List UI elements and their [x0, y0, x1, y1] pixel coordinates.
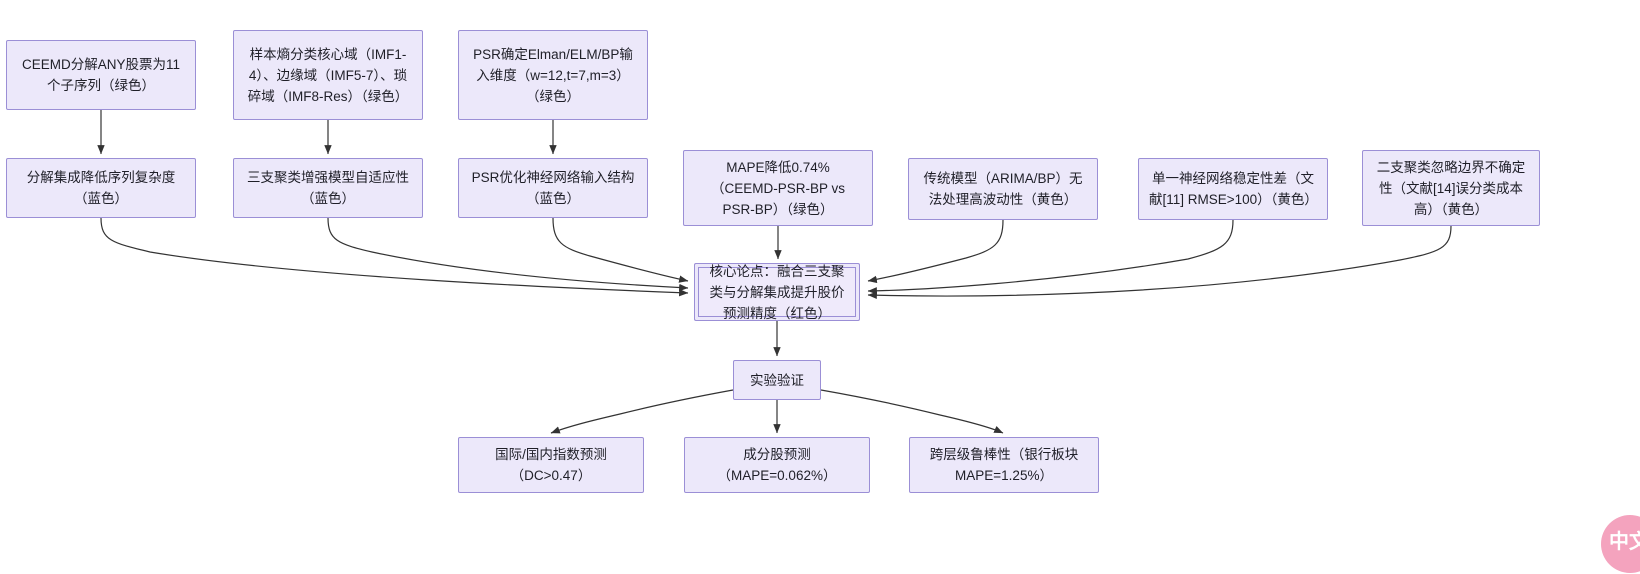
node-label: 二支聚类忽略边界不确定性（文献[14]误分类成本高）（黄色） [1376, 159, 1526, 217]
node-decomposition-reduces-complexity[interactable]: 分解集成降低序列复杂度（蓝色） [6, 158, 196, 218]
node-label: 样本熵分类核心域（IMF1-4）、边缘域（IMF5-7）、琐碎域（IMF8-Re… [247, 46, 409, 104]
node-label: 分解集成降低序列复杂度（蓝色） [26, 170, 176, 206]
node-label: 实验验证 [750, 372, 804, 388]
node-sample-entropy-classification[interactable]: 样本熵分类核心域（IMF1-4）、边缘域（IMF5-7）、琐碎域（IMF8-Re… [233, 30, 423, 120]
node-three-way-clustering-adaptivity[interactable]: 三支聚类增强模型自适应性（蓝色） [233, 158, 423, 218]
edge-n12-n15 [820, 389, 1004, 434]
node-ceemd-decomposition[interactable]: CEEMD分解ANY股票为11个子序列（绿色） [6, 40, 196, 110]
node-mape-reduction[interactable]: MAPE降低0.74%（CEEMD-PSR-BP vs PSR-BP）（绿色） [683, 150, 873, 226]
edge-n12-n13 [550, 389, 734, 434]
edge-n6-n11 [552, 217, 689, 283]
node-experimental-validation[interactable]: 实验验证 [733, 360, 821, 400]
node-psr-input-dimension[interactable]: PSR确定Elman/ELM/BP输入维度（w=12,t=7,m=3）（绿色） [458, 30, 648, 120]
node-label: 三支聚类增强模型自适应性（蓝色） [247, 170, 409, 206]
edge-n10-n11 [867, 225, 1452, 299]
node-core-thesis[interactable]: 核心论点：融合三支聚类与分解集成提升股价预测精度（红色） [694, 263, 860, 321]
node-label: 跨层级鲁棒性（银行板块MAPE=1.25%） [929, 447, 1079, 483]
watermark-badge: 中文 [1601, 515, 1640, 573]
node-psr-optimizes-network-input[interactable]: PSR优化神经网络输入结构（蓝色） [458, 158, 648, 218]
node-label: MAPE降低0.74%（CEEMD-PSR-BP vs PSR-BP）（绿色） [710, 159, 846, 217]
node-label: CEEMD分解ANY股票为11个子序列（绿色） [21, 57, 181, 93]
node-traditional-model-limitation[interactable]: 传统模型（ARIMA/BP）无法处理高波动性（黄色） [908, 158, 1098, 220]
node-index-forecast-result[interactable]: 国际/国内指数预测（DC>0.47） [458, 437, 644, 493]
node-label: 成分股预测（MAPE=0.062%） [717, 447, 837, 483]
node-single-network-instability[interactable]: 单一神经网络稳定性差（文献[11] RMSE>100）（黄色） [1138, 158, 1328, 220]
edge-n8-n11 [867, 219, 1004, 284]
node-label: 核心论点：融合三支聚类与分解集成提升股价预测精度（红色） [709, 263, 845, 321]
node-label: PSR优化神经网络输入结构（蓝色） [471, 170, 635, 206]
node-label: 单一神经网络稳定性差（文献[11] RMSE>100）（黄色） [1149, 171, 1318, 207]
node-label: 传统模型（ARIMA/BP）无法处理高波动性（黄色） [923, 171, 1083, 207]
node-label: PSR确定Elman/ELM/BP输入维度（w=12,t=7,m=3）（绿色） [473, 46, 633, 104]
edge-n5-n11 [327, 217, 689, 292]
edge-n9-n11 [867, 219, 1234, 295]
edge-n4-n11 [100, 217, 689, 297]
node-two-way-clustering-limitation[interactable]: 二支聚类忽略边界不确定性（文献[14]误分类成本高）（黄色） [1362, 150, 1540, 226]
node-cross-level-robustness-result[interactable]: 跨层级鲁棒性（银行板块MAPE=1.25%） [909, 437, 1099, 493]
watermark-label: 中文 [1609, 531, 1640, 553]
node-constituent-stock-forecast-result[interactable]: 成分股预测（MAPE=0.062%） [684, 437, 870, 493]
node-label: 国际/国内指数预测（DC>0.47） [495, 447, 607, 483]
